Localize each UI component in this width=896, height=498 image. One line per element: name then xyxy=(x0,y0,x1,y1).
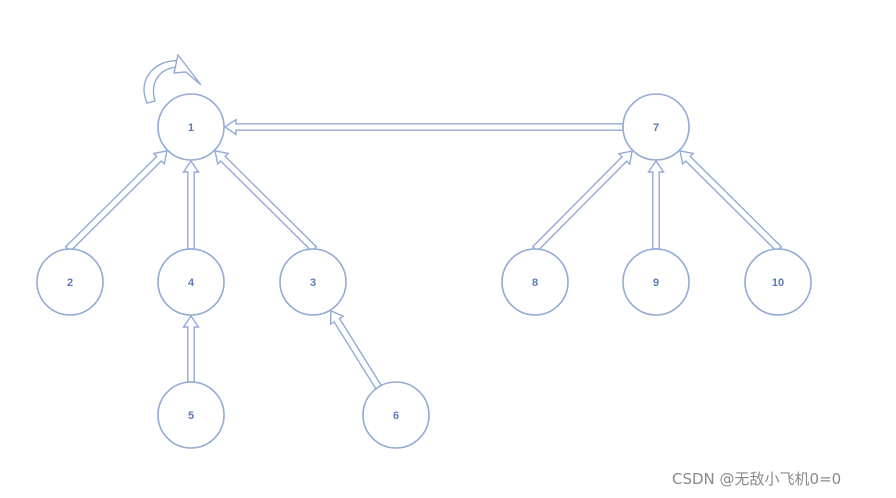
edge-10-to-7 xyxy=(679,150,783,253)
node-1: 1 xyxy=(157,93,225,161)
node-3: 3 xyxy=(279,248,347,316)
edge-6-to-3 xyxy=(329,309,383,390)
node-5: 5 xyxy=(157,381,225,449)
node-circle xyxy=(36,248,104,316)
watermark: CSDN @无敌小飞机0=0 xyxy=(672,470,842,488)
node-label: 5 xyxy=(188,410,194,422)
edges-layer xyxy=(64,53,783,390)
node-circle xyxy=(622,248,690,316)
node-label: 2 xyxy=(67,277,73,289)
node-circle xyxy=(622,93,690,161)
edge-4-to-1 xyxy=(182,159,200,250)
node-circle xyxy=(279,248,347,316)
edge-2-to-1 xyxy=(64,150,168,253)
node-circle xyxy=(501,248,569,316)
node-label: 9 xyxy=(653,277,659,289)
edge-1-to-1 xyxy=(143,53,202,104)
node-circle xyxy=(157,93,225,161)
edge-7-to-1 xyxy=(223,118,624,136)
node-6: 6 xyxy=(362,381,430,449)
edge-8-to-7 xyxy=(531,150,633,253)
node-circle xyxy=(744,248,812,316)
node-label: 10 xyxy=(772,277,784,289)
edge-3-to-1 xyxy=(214,150,318,253)
node-label: 1 xyxy=(188,122,194,134)
node-circle xyxy=(362,381,430,449)
edge-9-to-7 xyxy=(647,159,665,250)
node-10: 10 xyxy=(744,248,812,316)
edge-5-to-4 xyxy=(182,314,200,383)
node-8: 8 xyxy=(501,248,569,316)
nodes-layer: 1 7 2 4 3 8 9 10 5 6 xyxy=(36,93,812,449)
node-circle xyxy=(157,248,225,316)
node-label: 3 xyxy=(310,277,316,289)
node-circle xyxy=(157,381,225,449)
node-label: 4 xyxy=(188,277,195,289)
node-label: 6 xyxy=(393,410,399,422)
node-4: 4 xyxy=(157,248,225,316)
node-2: 2 xyxy=(36,248,104,316)
node-9: 9 xyxy=(622,248,690,316)
node-label: 8 xyxy=(532,277,538,289)
node-label: 7 xyxy=(653,122,659,134)
node-7: 7 xyxy=(622,93,690,161)
